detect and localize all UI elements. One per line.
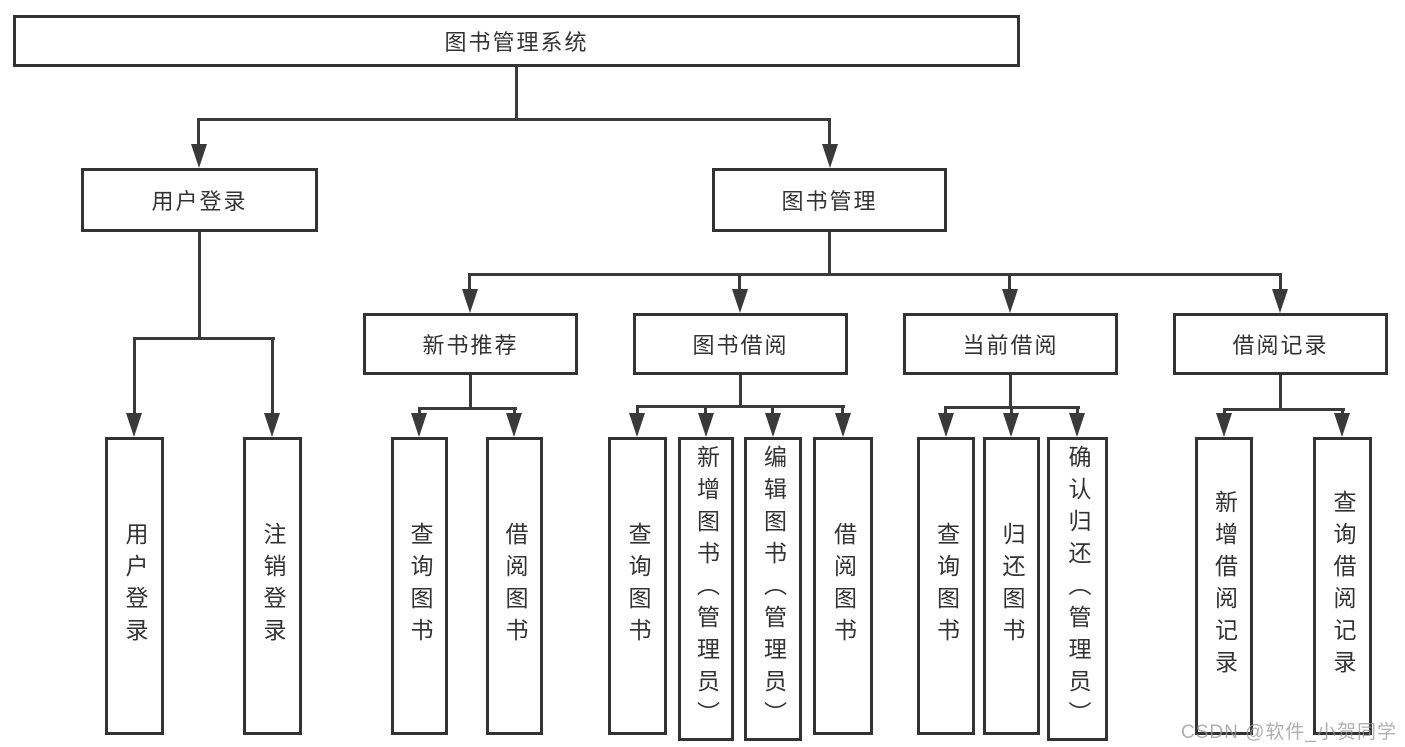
leaf-add-book-admin-label: 新增图书（管理员） (693, 445, 720, 733)
connector-drop-book (828, 118, 831, 148)
leaf-add-borrow-record-label: 新增借阅记录 (1211, 490, 1238, 682)
leaf-confirm-return-admin: 确认归还（管理员） (1047, 437, 1108, 741)
leaf-query-books-current: 查询图书 (917, 437, 975, 735)
connector-borrow-bar (636, 405, 845, 408)
leaf-confirm-return-admin-label: 确认归还（管理员） (1065, 445, 1091, 733)
arrowhead-current (1002, 289, 1018, 313)
leaf-query-borrow-record: 查询借阅记录 (1313, 437, 1372, 735)
connector-borrow-drop4 (841, 405, 844, 419)
connector-user-drop1 (133, 337, 136, 415)
leaf-query-borrow-record-label: 查询借阅记录 (1330, 490, 1356, 682)
connector-drop-current (1008, 273, 1011, 295)
arrowhead-current-leaf2 (1003, 413, 1019, 437)
connector-borrow-drop2 (704, 405, 707, 419)
arrowhead-user-leaf1 (126, 413, 142, 437)
arrowhead-user (191, 144, 207, 168)
arrowhead-records-leaf1 (1216, 413, 1232, 437)
leaf-add-borrow-record: 新增借阅记录 (1195, 437, 1253, 735)
leaf-return-book-label: 归还图书 (999, 522, 1025, 650)
connector-records-bar (1223, 408, 1345, 411)
leaf-borrow-books-borrow: 借阅图书 (813, 437, 873, 735)
connector-drop-borrow (738, 273, 741, 295)
connector-borrow-drop3 (771, 405, 774, 419)
arrowhead-current-leaf1 (938, 413, 954, 437)
connector-level1-bar (197, 118, 831, 121)
node-book-borrow: 图书借阅 (633, 313, 848, 375)
connector-user-bar (133, 337, 275, 340)
connector-current-drop1 (944, 406, 947, 419)
leaf-edit-book-admin-label: 编辑图书（管理员） (760, 445, 787, 733)
leaf-logout-label: 注销登录 (260, 522, 286, 650)
connector-borrow-drop1 (636, 405, 639, 419)
connector-level3-bar (469, 273, 1282, 276)
connector-user-drop2 (271, 337, 274, 415)
connector-book-stem (828, 232, 831, 276)
arrowhead-book (822, 144, 838, 168)
leaf-user-login-label: 用户登录 (122, 522, 148, 650)
connector-drop-user (197, 118, 200, 148)
connector-records-stem (1279, 375, 1282, 411)
arrowhead-records (1272, 289, 1288, 313)
node-book-management: 图书管理 (712, 168, 947, 232)
connector-user-stem (198, 232, 201, 340)
node-current-borrow: 当前借阅 (903, 313, 1118, 375)
leaf-add-book-admin: 新增图书（管理员） (678, 437, 734, 741)
connector-newbook-bar (418, 407, 517, 410)
connector-newbook-stem (469, 375, 472, 410)
node-root: 图书管理系统 (13, 15, 1020, 67)
arrowhead-borrow-leaf1 (629, 413, 645, 437)
connector-drop-records (1279, 273, 1282, 295)
leaf-query-books-newbook: 查询图书 (391, 437, 448, 735)
connector-current-drop3 (1076, 406, 1079, 419)
connector-current-stem (1009, 375, 1012, 409)
leaf-query-books-borrow-label: 查询图书 (625, 522, 651, 650)
leaf-edit-book-admin: 编辑图书（管理员） (744, 437, 802, 741)
arrowhead-newbook (462, 289, 478, 313)
arrowhead-borrow-leaf4 (835, 413, 851, 437)
arrowhead-user-leaf2 (264, 413, 280, 437)
connector-drop-newbook (468, 273, 471, 295)
leaf-query-books-current-label: 查询图书 (933, 522, 960, 650)
leaf-query-books-borrow: 查询图书 (608, 437, 667, 735)
leaf-user-login: 用户登录 (105, 437, 164, 735)
leaf-logout: 注销登录 (243, 437, 302, 735)
arrowhead-current-leaf3 (1069, 413, 1085, 437)
node-new-book-recommend: 新书推荐 (363, 313, 578, 375)
arrowhead-borrow-leaf2 (698, 413, 714, 437)
leaf-borrow-books-borrow-label: 借阅图书 (830, 522, 857, 650)
arrowhead-newbook-leaf1 (411, 413, 427, 437)
connector-borrow-stem (739, 375, 742, 408)
leaf-borrow-books-newbook: 借阅图书 (486, 437, 543, 735)
arrowhead-borrow-leaf3 (765, 413, 781, 437)
leaf-return-book: 归还图书 (983, 437, 1040, 735)
watermark: CSDN @软件_小贺同学 (1181, 722, 1397, 743)
arrowhead-newbook-leaf2 (506, 413, 522, 437)
node-borrow-records: 借阅记录 (1173, 313, 1388, 375)
connector-current-drop2 (1010, 406, 1013, 419)
node-user-login: 用户登录 (81, 168, 318, 232)
connector-root-stem (515, 67, 518, 121)
leaf-query-books-newbook-label: 查询图书 (407, 522, 433, 650)
leaf-borrow-books-newbook-label: 借阅图书 (502, 522, 528, 650)
arrowhead-records-leaf2 (1334, 413, 1350, 437)
arrowhead-borrow (732, 289, 748, 313)
